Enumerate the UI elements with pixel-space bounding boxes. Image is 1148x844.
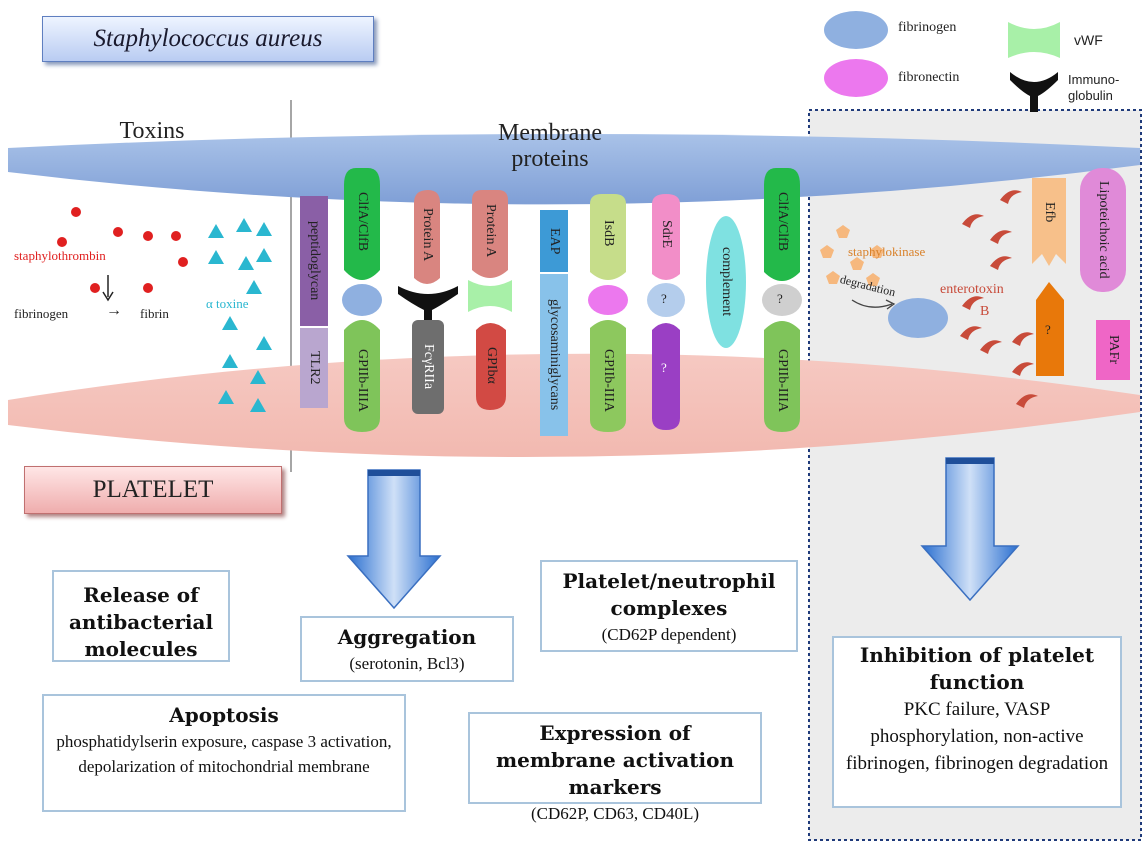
gpib-label: GPIbα xyxy=(484,346,499,384)
legend-immunoglobulin-shape xyxy=(1010,72,1058,112)
sdre-partner-column xyxy=(652,323,680,430)
enterotoxin-label: enterotoxin xyxy=(940,282,1004,297)
gag-label: glycosaminiglycans xyxy=(547,299,562,411)
peptidoglycan-bar xyxy=(300,196,328,326)
fibrin-label: fibrin xyxy=(140,306,169,321)
toxins-heading: Toxins xyxy=(119,118,185,144)
legend-immunoglobulin-label: Immuno-globulin xyxy=(1068,72,1120,103)
sdre-column xyxy=(652,194,680,280)
alpha-toxin-label: α toxine xyxy=(206,296,249,311)
aggregation-box: Aggregation (serotonin, Bcl3) xyxy=(300,616,514,682)
fibrinogen-ellipse-1 xyxy=(342,284,382,316)
clfa-ligand-question: ? xyxy=(777,291,783,306)
complexes-box: Platelet/neutrophil complexes (CD62P dep… xyxy=(540,560,798,652)
legend-fibronectin-label: fibronectin xyxy=(898,70,960,85)
staphylothrombin-stars xyxy=(57,207,188,293)
lipoteichoic-bar xyxy=(1080,168,1126,292)
legend-vwf-shape xyxy=(1008,22,1060,58)
immunoglobulin-shape xyxy=(398,286,458,320)
clfa-label-1: ClfA/ClfB xyxy=(355,192,370,252)
alpha-toxin-triangles xyxy=(208,218,272,412)
protein-a-label-2: Protein A xyxy=(483,204,498,258)
release-box: Release of antibacterial molecules xyxy=(52,570,230,662)
release-title: Release of antibacterial molecules xyxy=(68,583,214,661)
isdb-label: IsdB xyxy=(601,219,616,247)
staphylokinase-pentagons xyxy=(820,225,884,286)
aggregation-arrow xyxy=(346,469,442,610)
complement-ellipse xyxy=(706,216,746,348)
staphylothrombin-label: staphylothrombin xyxy=(14,248,106,263)
legend-fibronectin-ellipse xyxy=(824,59,888,97)
platelet-label: PLATELET xyxy=(24,466,282,514)
inhibition-detail: PKC failure, VASP phosphorylation, non-a… xyxy=(845,699,1109,774)
sdre-ligand-ellipse xyxy=(647,283,685,317)
platelet-membrane xyxy=(8,353,1140,458)
expression-title: Expression of membrane activation marker… xyxy=(495,721,735,799)
apoptosis-box: Apoptosis phosphatidylserin exposure, ca… xyxy=(42,694,406,812)
organism-title: Staphylococcus aureus xyxy=(42,16,374,62)
gpiib-label-3: GPIIb-IIIA xyxy=(775,348,790,412)
gpib-column xyxy=(476,323,506,410)
eap-bar xyxy=(540,210,568,272)
degradation-arrow xyxy=(851,299,893,308)
complexes-title: Platelet/neutrophil complexes xyxy=(562,569,776,620)
clfa-label-2: ClfA/ClfB xyxy=(775,192,790,252)
fcgr-label: FcγRIIa xyxy=(421,344,436,390)
gpiib-label-1: GPIIb-IIIA xyxy=(355,348,370,412)
fibrinogen-toxin-label: fibrinogen xyxy=(14,306,69,321)
lipoteichoic-label: Lipoteichoic acid xyxy=(1096,181,1111,279)
tlr2-label: TLR2 xyxy=(307,351,322,385)
efb-label: Efb xyxy=(1042,201,1057,223)
apoptosis-title: Apoptosis xyxy=(169,703,279,727)
staphylokinase-label: staphylokinase xyxy=(848,244,926,259)
enterotoxin-crescents xyxy=(960,190,1038,408)
efb-shape xyxy=(1032,178,1066,266)
protein-a-column-1 xyxy=(414,190,440,284)
inhibition-arrow xyxy=(920,457,1020,602)
clfa-column-1 xyxy=(344,168,380,280)
pafr-bar xyxy=(1096,320,1130,380)
gpiib-column-1 xyxy=(344,320,380,432)
expression-detail: (CD62P, CD63, CD40L) xyxy=(530,804,700,823)
eap-label: EAP xyxy=(547,227,562,255)
legend-fibrinogen-ellipse xyxy=(824,11,888,49)
fcgr-column xyxy=(412,320,444,414)
vwf-shape xyxy=(468,280,512,312)
tlr2-bar xyxy=(300,328,328,408)
clfa-column-2 xyxy=(764,168,800,281)
complexes-detail: (CD62P dependent) xyxy=(601,625,737,644)
inhibition-title: Inhibition of platelet function xyxy=(859,643,1095,694)
legend-fibrinogen-label: fibrinogen xyxy=(898,20,957,35)
legend-vwf-label: vWF xyxy=(1074,32,1103,48)
efb-partner-question: ? xyxy=(1045,322,1051,337)
enterotoxin-b-label: B xyxy=(980,304,990,319)
membrane-proteins-heading: Membrane proteins xyxy=(498,120,602,172)
gpiib-column-2 xyxy=(590,320,626,432)
gpiib-column-3 xyxy=(764,321,800,432)
conversion-arrow: → xyxy=(106,302,122,319)
sdre-partner-question: ? xyxy=(661,360,667,375)
sdre-ligand-question: ? xyxy=(661,291,667,306)
pafr-label: PAFr xyxy=(1106,335,1121,365)
aggregation-title: Aggregation xyxy=(337,625,477,649)
apoptosis-detail: phosphatidylserin exposure, caspase 3 ac… xyxy=(56,732,392,776)
isdb-column xyxy=(590,194,626,280)
fibronectin-ellipse xyxy=(588,285,628,315)
efb-partner-shape xyxy=(1036,282,1064,376)
degraded-fibrinogen-ellipse xyxy=(888,298,948,338)
protein-a-column-2 xyxy=(472,190,508,278)
inhibition-box: Inhibition of platelet function PKC fail… xyxy=(832,636,1122,808)
expression-box: Expression of membrane activation marker… xyxy=(468,712,762,823)
gag-bar xyxy=(540,274,568,436)
bacterial-membrane xyxy=(8,134,1140,205)
aggregation-detail: (serotonin, Bcl3) xyxy=(349,654,465,673)
protein-a-label-1: Protein A xyxy=(420,208,435,262)
complement-label: complement xyxy=(719,247,734,317)
unknown-ligand-ellipse xyxy=(762,284,802,316)
peptidoglycan-label: peptidoglycan xyxy=(307,221,322,301)
gpiib-label-2: GPIIb-IIIA xyxy=(601,348,616,412)
sdre-label: SdrE xyxy=(659,220,674,248)
